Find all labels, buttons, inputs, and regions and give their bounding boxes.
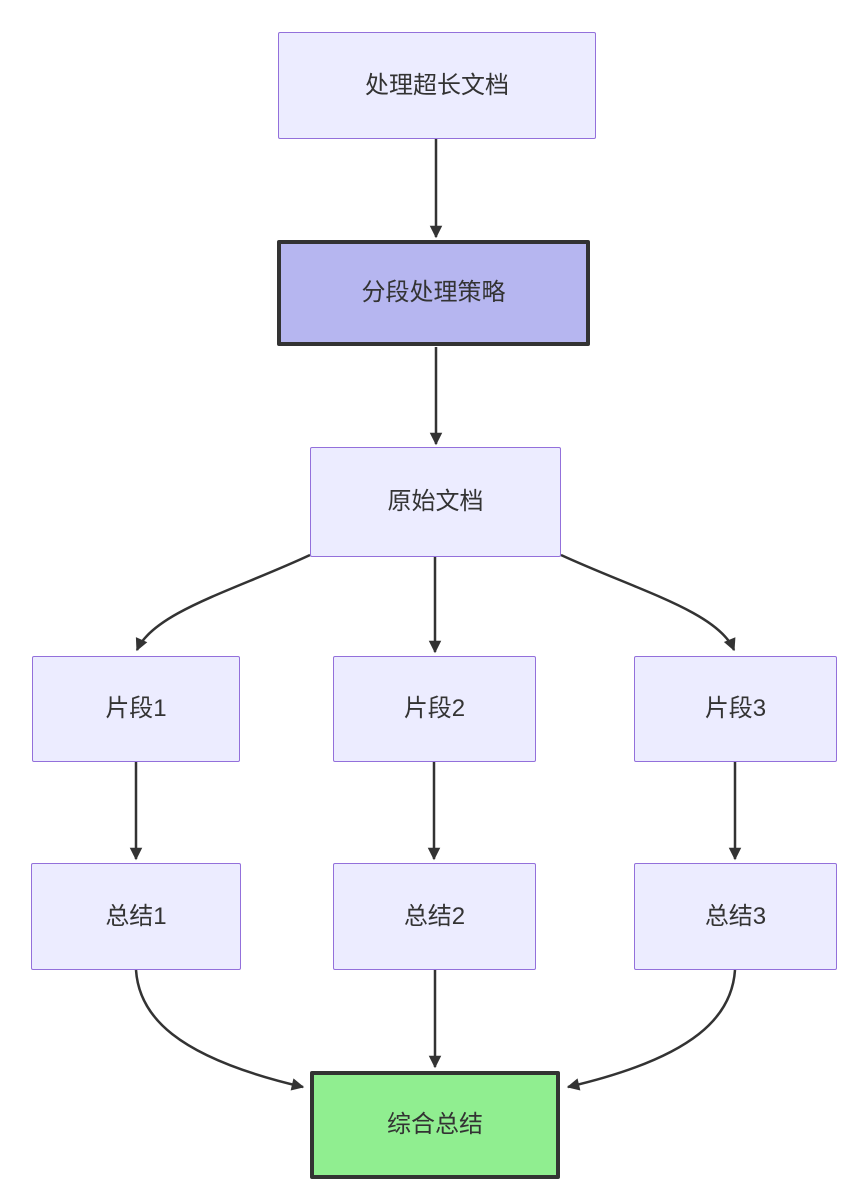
node-label: 总结2 <box>403 902 466 930</box>
edge-E1-F <box>134 969 305 1091</box>
node-summary-2: 总结2 <box>333 863 536 970</box>
node-summary-3: 总结3 <box>634 863 837 970</box>
node-label: 总结3 <box>704 902 767 930</box>
node-label: 片段2 <box>403 695 466 722</box>
node-fragment-3: 片段3 <box>634 656 837 762</box>
node-label: 原始文档 <box>387 488 484 515</box>
node-label: 片段1 <box>105 695 167 722</box>
node-segmentation-strategy: 分段处理策略 <box>277 240 590 346</box>
node-label: 处理超长文档 <box>365 71 509 99</box>
node-fragment-2: 片段2 <box>333 656 536 762</box>
edge-C-D1 <box>135 553 311 652</box>
node-fragment-1: 片段1 <box>32 656 240 762</box>
edge-E3-F <box>566 969 737 1091</box>
node-label: 综合总结 <box>387 1111 483 1138</box>
node-label: 总结1 <box>105 902 167 930</box>
node-label: 片段3 <box>704 695 767 722</box>
edge-C-D3 <box>560 553 736 652</box>
node-original-document: 原始文档 <box>310 447 561 557</box>
node-process-long-document: 处理超长文档 <box>278 32 596 139</box>
node-summary-1: 总结1 <box>31 863 241 970</box>
node-final-summary: 综合总结 <box>310 1071 560 1179</box>
node-label: 分段处理策略 <box>361 279 506 306</box>
